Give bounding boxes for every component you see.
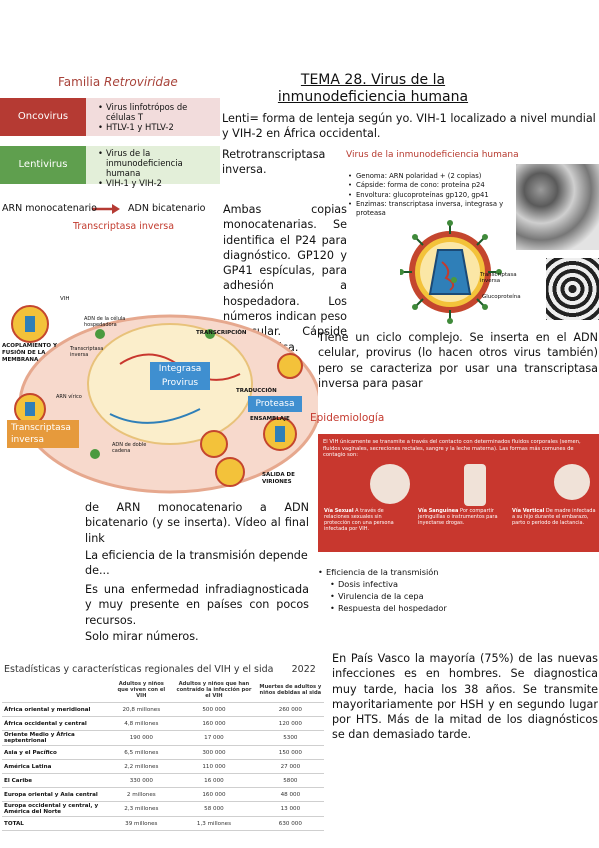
onco-item: Virus linfotrópos de células T — [98, 102, 216, 122]
route-vertical: Vía Vertical De madre infectada a su hij… — [512, 508, 596, 526]
infradiag-paragraph: Es una enfermedad infradiagnosticada y m… — [85, 583, 309, 627]
pais-vasco-paragraph: En País Vasco la mayoría (75%) de las nu… — [332, 652, 598, 742]
arn-label: ARN monocatenario — [2, 203, 97, 214]
arn-adn-arrow-diagram — [92, 204, 120, 214]
eficiencia-paragraph: La eficiencia de la transmisión depende … — [85, 549, 308, 578]
cycle-label-ensamblaje: ENSAMBLAJE — [250, 416, 290, 422]
epi-list-item: Virulencia de la cepa — [330, 590, 518, 602]
oncovirus-box: Virus linfotrópos de células T HTLV-1 y … — [86, 98, 220, 136]
ambas-text: Ambas copias monocatenarias. Se identifi… — [223, 203, 347, 354]
stats-title: Estadísticas y características regionale… — [4, 664, 316, 675]
mother-child-icon — [554, 464, 590, 500]
epidemiologia-title: Epidemiología — [310, 412, 385, 424]
cycle-label-ti: Transcriptasa inversa — [70, 346, 104, 358]
lentivirus-label: Lentivirus — [0, 146, 86, 184]
ciclo-paragraph: Tiene un ciclo complejo. Se inserta en e… — [318, 331, 598, 390]
blood-bag-icon — [464, 464, 486, 506]
family-title: Familia Retroviridae — [58, 75, 178, 89]
cycle-label-traduccion: TRADUCCIÓN — [236, 388, 277, 394]
lentivirus-box: Virus de la inmunodeficiencia humana VIH… — [86, 146, 220, 188]
epi-panel-text: El VIH únicamente se transmite a través … — [323, 439, 581, 458]
cycle-label-vih: VIH — [60, 296, 70, 302]
epi-list: Eficiencia de la transmisión Dosis infec… — [318, 566, 518, 614]
lenti-item: Virus de la inmunodeficiencia humana — [98, 148, 216, 178]
cycle-label-transcripcion: TRANSCRIPCIÓN — [196, 330, 247, 336]
proteasa-tag: Proteasa — [248, 396, 302, 412]
adn-label: ADN bicatenario — [128, 203, 206, 214]
vih-label-ti: Transcriptasa inversa — [480, 272, 517, 284]
cycle-label-arn: ARN vírico — [56, 394, 82, 400]
vih-figure-list: Genoma: ARN polaridad + (2 copias) Cápsi… — [348, 172, 513, 218]
vih-item: Genoma: ARN polaridad + (2 copias) — [348, 172, 513, 182]
vih-virion-illustration — [400, 220, 502, 324]
epi-list-item: Dosis infectiva — [330, 578, 518, 590]
title-line-1: TEMA 28. Virus de la — [300, 72, 446, 88]
lenti-item: VIH-1 y VIH-2 — [98, 178, 216, 188]
page-title: TEMA 28. Virus de la inmunodeficiencia h… — [262, 72, 484, 106]
hiv-replication-cycle-illustration — [11, 305, 318, 494]
enzyme-label: Transcriptasa inversa — [73, 221, 175, 232]
vih-item: Cápside: forma de cono: proteína p24 — [348, 181, 513, 191]
gender-icon — [370, 464, 410, 504]
numeros-paragraph: Solo mirar números. — [85, 630, 199, 643]
stats-table: Adultos y niños que viven con el VIH Adu… — [2, 678, 324, 831]
provirus-tag: Provirus — [150, 376, 210, 390]
vih-item: Envoltura: glucoproteínas gp120, gp41 — [348, 191, 513, 201]
micrograph-top — [516, 164, 599, 250]
micrograph-bottom — [546, 258, 599, 320]
onco-item: HTLV-1 y HTLV-2 — [98, 122, 216, 132]
ciclo-cont-paragraph: de ARN monocatenario a ADN bicatenario (… — [85, 501, 309, 545]
epidemiologia-panel: El VIH únicamente se transmite a través … — [318, 434, 599, 552]
cycle-label-salida: SALIDA DE VIRIONES — [262, 472, 295, 485]
route-sexual: Vía Sexual A través de relaciones sexual… — [324, 508, 394, 532]
oncovirus-label: Oncovirus — [0, 98, 86, 136]
integrasa-tag: Integrasa — [150, 362, 210, 376]
cycle-label-fusion: ACOPLAMIENTO Y FUSIÓN DE LA MEMBRANA — [2, 343, 57, 363]
transcriptasa-tag: Transcriptasa inversa — [7, 420, 79, 448]
vih-item: Enzimas: transcriptasa inversa, integras… — [348, 200, 513, 219]
vih-figure-title: Virus de la inmunodeficiencia humana — [346, 150, 519, 160]
cycle-label-adn-doble: ADN de doble cadena — [112, 442, 147, 454]
vih-label-gp: Glucoproteína — [482, 294, 521, 300]
table-row: Europa occidental y central, y América d… — [2, 801, 324, 817]
ambas-paragraph: Ambas copias monocatenarias. Se identifi… — [85, 202, 347, 355]
cycle-label-adn-host: ADN de la célula hospedadora — [84, 316, 126, 328]
lenti-paragraph: Lenti= forma de lenteja según yo. VIH-1 … — [222, 112, 596, 141]
title-line-2: inmunodeficiencia humana — [277, 89, 469, 105]
epi-list-item: Respuesta del hospedador — [330, 602, 518, 614]
stats-header-row: Adultos y niños que viven con el VIH Adu… — [2, 678, 324, 703]
route-sanguinea: Vía Sanguínea Por compartir jeringuillas… — [418, 508, 498, 526]
epi-list-head: Eficiencia de la transmisión — [318, 566, 518, 578]
retro-paragraph: Retrotranscriptasa inversa. — [222, 148, 326, 177]
